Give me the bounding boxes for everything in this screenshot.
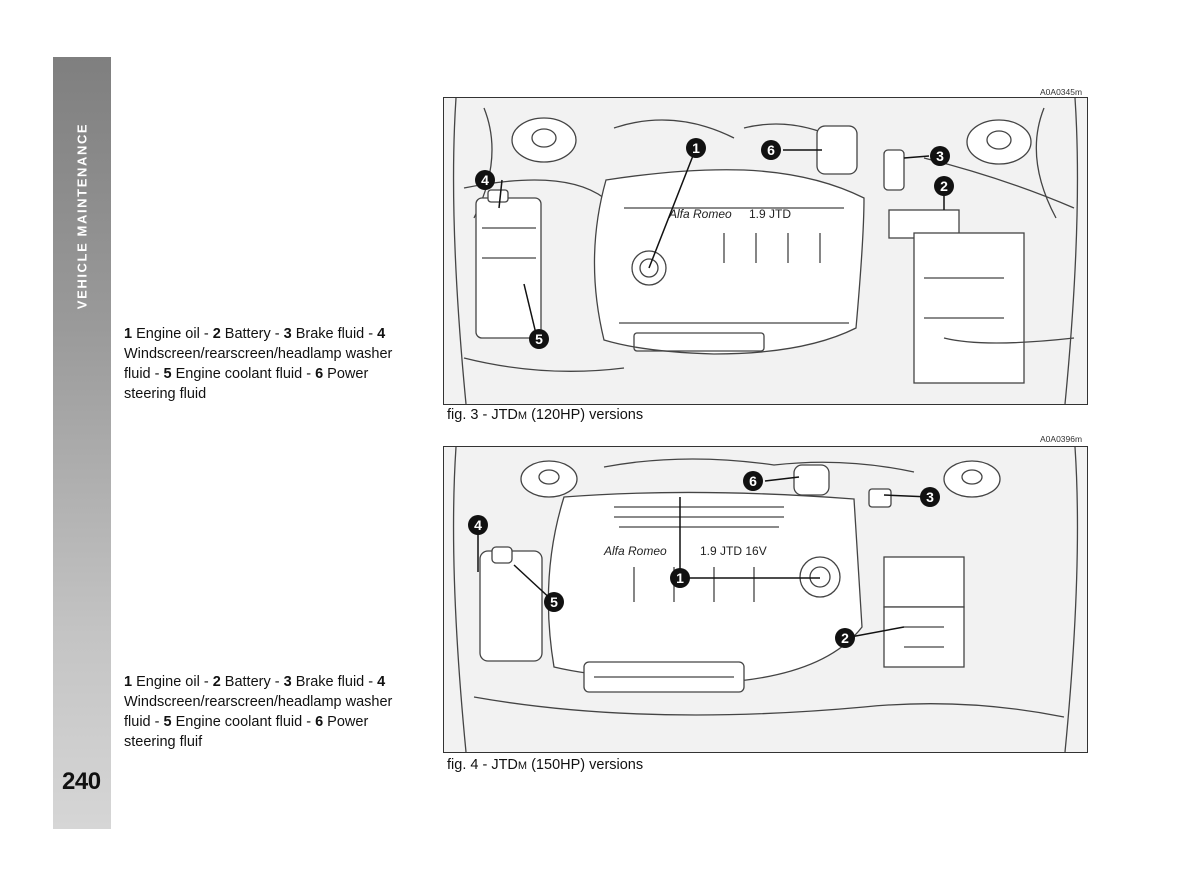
svg-text:2: 2 xyxy=(841,630,849,646)
svg-text:3: 3 xyxy=(926,489,934,505)
svg-text:2: 2 xyxy=(940,178,948,194)
legend-fig3: 1 Engine oil - 2 Battery - 3 Brake fluid… xyxy=(124,324,416,404)
legend-num: 1 xyxy=(124,326,133,342)
legend-text: Power steering fluif xyxy=(124,714,369,750)
callout-1: 1 xyxy=(670,568,690,588)
figure-4-engine-bay: Alfa Romeo 1.9 JTD 16V 1 2 3 4 5 6 xyxy=(443,446,1088,753)
figure-code: A0A0396m xyxy=(1040,434,1083,444)
figure-3-engine-bay: Alfa Romeo 1.9 JTD 1 2 3 4 5 6 xyxy=(443,97,1088,405)
legend-text: Engine oil - xyxy=(132,326,213,342)
legend-text: Engine coolant fluid - xyxy=(171,366,316,382)
svg-text:5: 5 xyxy=(550,594,558,610)
legend-text: Windscreen/rearscreen/headlamp washer fl… xyxy=(124,694,393,730)
callout-5: 5 xyxy=(529,329,549,349)
svg-text:4: 4 xyxy=(474,517,482,533)
legend-num: 3 xyxy=(283,674,292,690)
model-text: 1.9 JTD 16V xyxy=(700,544,767,558)
svg-text:1: 1 xyxy=(676,570,684,586)
brand-logo-text: Alfa Romeo xyxy=(603,544,667,558)
legend-num: 5 xyxy=(163,366,172,382)
figure-caption: fig. 3 - JTDM (120HP) versions xyxy=(447,407,644,423)
legend-num: 4 xyxy=(377,326,386,342)
figure-code: A0A0345m xyxy=(1040,87,1083,97)
svg-text:6: 6 xyxy=(749,473,757,489)
legend-text: Battery - xyxy=(220,674,284,690)
figure-caption: fig. 4 - JTDM (150HP) versions xyxy=(447,757,644,773)
legend-num: 4 xyxy=(377,674,386,690)
callout-3: 3 xyxy=(930,146,950,166)
legend-num: 6 xyxy=(315,366,324,382)
legend-text: Brake fluid - xyxy=(291,674,378,690)
callout-6: 6 xyxy=(761,140,781,160)
callout-4: 4 xyxy=(468,515,488,535)
callout-4: 4 xyxy=(475,170,495,190)
callout-6: 6 xyxy=(743,471,763,491)
legend-text: Battery - xyxy=(220,326,284,342)
legend-num: 2 xyxy=(212,674,221,690)
callout-2: 2 xyxy=(835,628,855,648)
legend-text: Windscreen/rearscreen/headlamp washer fl… xyxy=(124,346,393,382)
engine-bay-illustration: Alfa Romeo 1.9 JTD 16V 1 2 3 4 5 6 xyxy=(452,447,1079,752)
callout-3: 3 xyxy=(920,487,940,507)
section-sidebar xyxy=(53,57,111,829)
svg-text:6: 6 xyxy=(767,142,775,158)
legend-text: Power steering fluid xyxy=(124,366,369,402)
page-number: 240 xyxy=(62,768,101,795)
legend-text: Engine coolant fluid - xyxy=(171,714,316,730)
legend-num: 3 xyxy=(283,326,292,342)
legend-fig4: 1 Engine oil - 2 Battery - 3 Brake fluid… xyxy=(124,672,416,752)
svg-text:5: 5 xyxy=(535,331,543,347)
engine-bay-illustration: Alfa Romeo 1.9 JTD 1 2 3 4 5 6 xyxy=(452,98,1079,404)
svg-text:3: 3 xyxy=(936,148,944,164)
model-text: 1.9 JTD xyxy=(749,207,791,221)
brand-logo-text: Alfa Romeo xyxy=(668,207,732,221)
svg-text:4: 4 xyxy=(481,172,489,188)
legend-num: 2 xyxy=(212,326,221,342)
legend-num: 1 xyxy=(124,674,133,690)
section-title: VEHICLE MAINTENANCE xyxy=(74,122,90,309)
legend-num: 5 xyxy=(163,714,172,730)
callout-1: 1 xyxy=(686,138,706,158)
legend-text: Engine oil - xyxy=(132,674,213,690)
callout-2: 2 xyxy=(934,176,954,196)
legend-text: Brake fluid - xyxy=(291,326,378,342)
callout-5: 5 xyxy=(544,592,564,612)
legend-num: 6 xyxy=(315,714,324,730)
svg-text:1: 1 xyxy=(692,140,700,156)
section-title-box: VEHICLE MAINTENANCE xyxy=(60,103,104,328)
